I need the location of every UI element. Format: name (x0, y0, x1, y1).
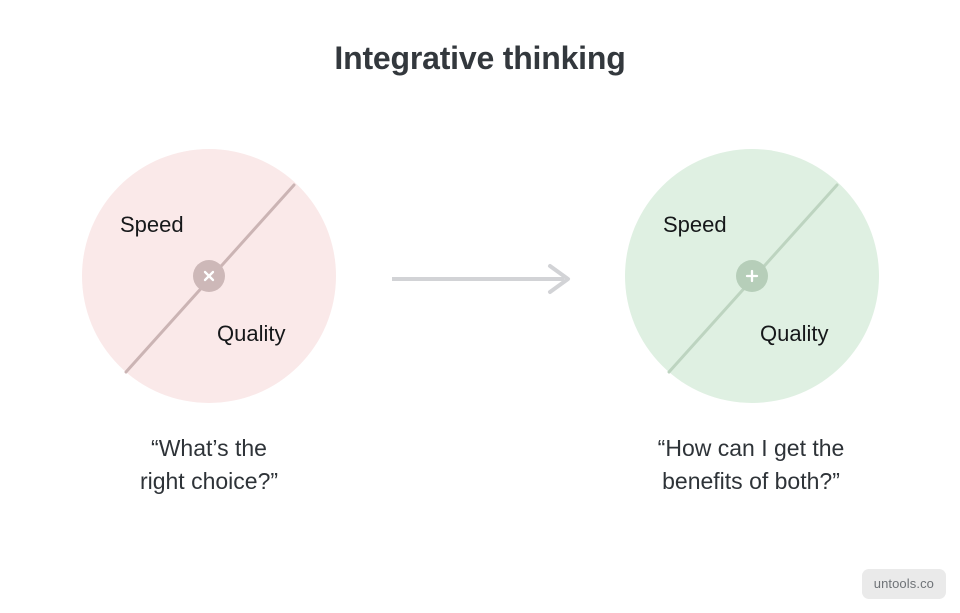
page-title: Integrative thinking (334, 40, 626, 76)
plus-icon-glyph (745, 269, 759, 283)
caption-line-1: “What’s the (151, 435, 267, 461)
caption-line-2: benefits of both?” (662, 468, 840, 494)
label-speed-right: Speed (663, 212, 727, 237)
caption-either-or: “What’s the right choice?” (44, 432, 374, 498)
close-icon (193, 260, 225, 292)
plus-icon (736, 260, 768, 292)
close-icon-glyph (203, 270, 215, 282)
label-quality-left: Quality (217, 321, 286, 346)
label-speed-left: Speed (120, 212, 184, 237)
caption-line-2: right choice?” (139, 468, 279, 494)
panel-both-and: Speed Quality (625, 149, 879, 403)
panel-either-or: Speed Quality (82, 149, 336, 403)
caption-both-and: “How can I get the benefits of both?” (586, 432, 916, 498)
label-quality-right: Quality (760, 321, 829, 346)
watermark-badge: untools.co (861, 569, 946, 599)
caption-line-1: “How can I get the (657, 435, 845, 461)
arrow-right-icon (392, 264, 570, 294)
